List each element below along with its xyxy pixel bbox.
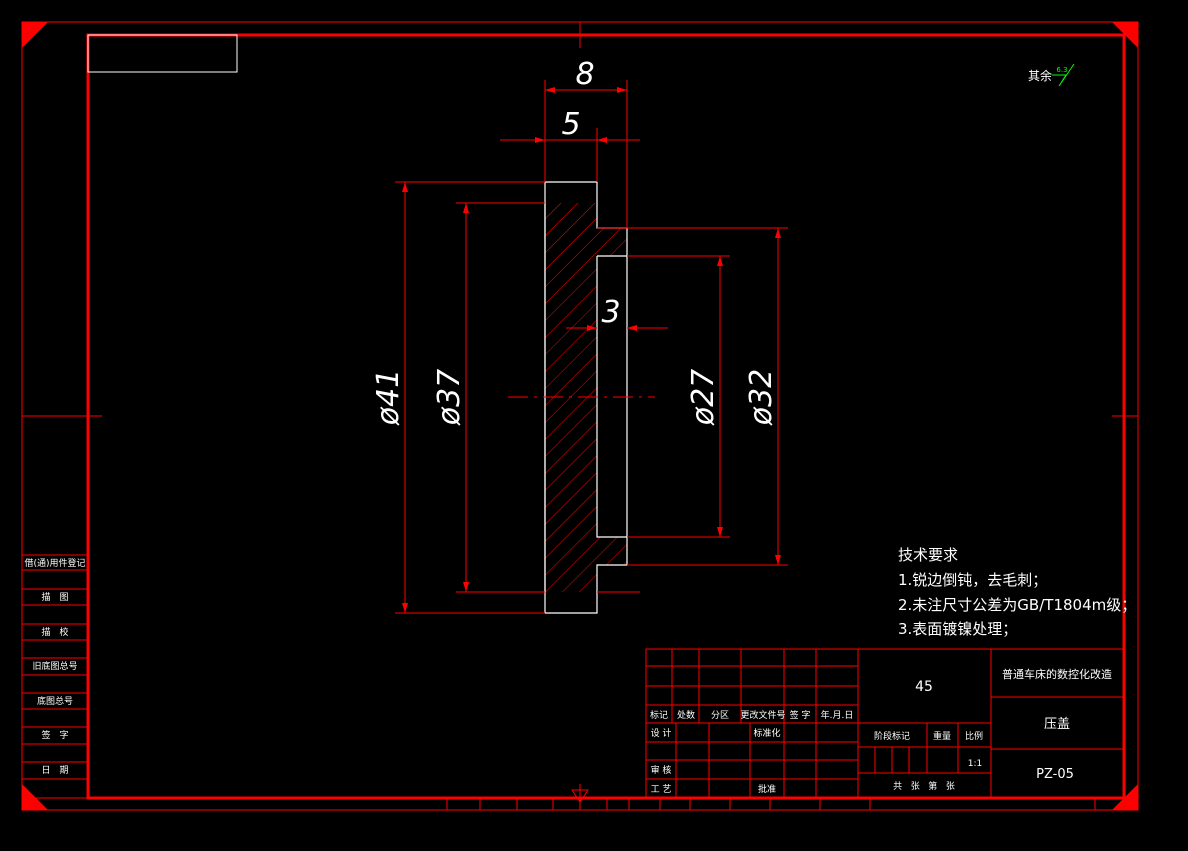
strip-label-1: 描 图 bbox=[41, 591, 68, 603]
label-count: 处数 bbox=[677, 709, 695, 721]
label-design: 设 计 bbox=[651, 727, 672, 739]
strip-label-2: 描 校 bbox=[41, 626, 68, 638]
dim-diameter-27: ø27 bbox=[686, 369, 721, 427]
roughness-symbol-icon bbox=[1052, 63, 1075, 87]
roughness-label: 其余 bbox=[1028, 68, 1052, 83]
surface-roughness-note: 其余 6.3 bbox=[1028, 63, 1075, 87]
dim-diameter-37: ø37 bbox=[432, 369, 467, 427]
drawing-number: PZ-05 bbox=[1036, 767, 1074, 782]
label-signature: 签 字 bbox=[790, 709, 811, 721]
label-stage-mark: 阶段标记 bbox=[874, 730, 910, 742]
tech-item-2: 2.未注尺寸公差为GB/T1804m级； bbox=[898, 596, 1136, 614]
strip-label-6: 日 期 bbox=[41, 765, 68, 776]
label-date: 年.月.日 bbox=[821, 709, 854, 721]
strip-label-3: 旧底图总号 bbox=[32, 660, 77, 672]
material-text: 45 bbox=[915, 679, 933, 695]
tech-heading: 技术要求 bbox=[898, 546, 958, 564]
dim-width-5: 5 bbox=[561, 107, 580, 142]
strip-label-4: 底图总号 bbox=[37, 695, 73, 707]
label-approve: 批准 bbox=[758, 783, 776, 795]
label-sheets: 共 张 第 张 bbox=[893, 780, 955, 792]
dimensions bbox=[395, 80, 788, 614]
label-zone: 分区 bbox=[711, 710, 729, 721]
dim-diameter-41: ø41 bbox=[371, 369, 406, 427]
sheet-frame bbox=[21, 21, 1139, 811]
title-block: 45 普通车床的数控化改造 压盖 PZ-05 1:1 标记 处数 分区 更改文件… bbox=[645, 648, 1125, 799]
label-review: 审 核 bbox=[651, 764, 672, 776]
label-weight: 重量 bbox=[933, 730, 951, 742]
tech-item-3: 3.表面镀镍处理； bbox=[898, 620, 1017, 638]
dim-diameter-32: ø32 bbox=[744, 369, 779, 427]
technical-requirements: 技术要求 1.锐边倒钝，去毛刺； 2.未注尺寸公差为GB/T1804m级； 3.… bbox=[898, 546, 1136, 638]
part-name: 压盖 bbox=[1044, 717, 1070, 732]
roughness-value: 6.3 bbox=[1056, 66, 1067, 74]
label-process: 工 艺 bbox=[651, 784, 672, 795]
project-title: 普通车床的数控化改造 bbox=[1002, 667, 1112, 681]
strip-label-0: 借(通)用件登记 bbox=[24, 557, 85, 569]
dim-width-3: 3 bbox=[601, 295, 620, 330]
label-scale: 比例 bbox=[965, 730, 983, 742]
label-mark: 标记 bbox=[650, 709, 668, 721]
scale-value: 1:1 bbox=[968, 759, 982, 769]
strip-label-5: 签 字 bbox=[41, 729, 68, 741]
part-section-view bbox=[508, 181, 655, 614]
label-change-doc: 更改文件号 bbox=[740, 709, 785, 721]
tech-item-1: 1.锐边倒钝，去毛刺； bbox=[898, 571, 1047, 589]
label-standardize: 标准化 bbox=[753, 727, 780, 739]
dim-width-8: 8 bbox=[575, 57, 594, 92]
left-record-strip: 借(通)用件登记 描 图 描 校 旧底图总号 底图总号 签 字 日 期 bbox=[21, 554, 89, 799]
